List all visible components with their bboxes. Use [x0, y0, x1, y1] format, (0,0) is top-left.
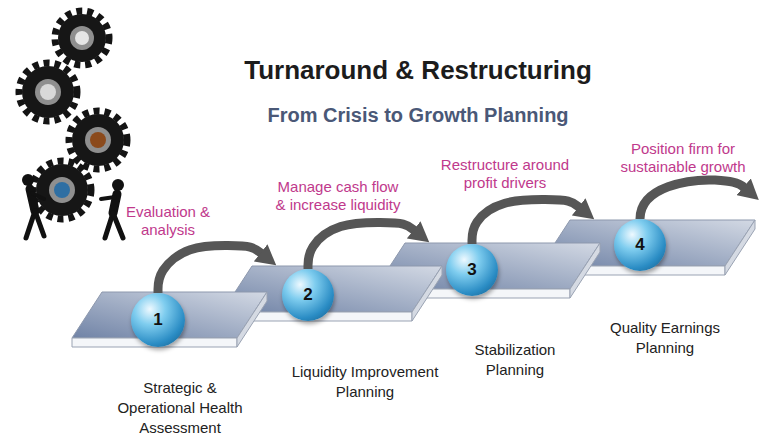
- person-arm: [32, 193, 44, 199]
- step-name: Liquidity Improvement Planning: [270, 362, 460, 402]
- person-silhouette: [101, 179, 124, 238]
- gear-body: [22, 66, 74, 118]
- gear-ring: [85, 127, 111, 153]
- person-leg: [113, 213, 123, 238]
- curved-arrow: [640, 180, 744, 219]
- step-name: Strategic & Operational Health Assessmen…: [110, 378, 250, 438]
- person-head: [112, 179, 124, 191]
- gear-icon: [19, 63, 77, 121]
- step-number: 2: [303, 285, 312, 305]
- gear-ring: [49, 177, 75, 203]
- person-leg: [35, 211, 44, 236]
- arrow-caption: Restructure around profit drivers: [435, 156, 575, 192]
- step-sphere: 1: [131, 293, 185, 347]
- gear-hub: [75, 31, 89, 45]
- gear-body: [58, 14, 106, 62]
- person-head: [22, 174, 34, 186]
- gear-body: [36, 164, 88, 216]
- gear-teeth: [19, 63, 77, 121]
- step-sphere: 3: [446, 244, 498, 296]
- arrow-caption: Evaluation & analysis: [118, 203, 218, 239]
- gear-hub: [90, 132, 106, 148]
- gear-ring: [70, 26, 94, 50]
- arrow-caption: Position firm for sustainable growth: [613, 140, 753, 176]
- platform-side: [725, 220, 755, 275]
- gear-hub: [54, 182, 70, 198]
- step-sphere: 4: [614, 219, 666, 271]
- person-arm: [101, 197, 115, 199]
- person-leg: [26, 211, 35, 238]
- step-sphere: 2: [282, 269, 334, 321]
- person-leg: [105, 213, 113, 238]
- step-number: 4: [635, 235, 644, 255]
- arrow-caption: Manage cash flow & increase liquidity: [274, 178, 402, 214]
- diagram-title: Turnaround & Restructuring: [218, 55, 618, 86]
- gear-teeth: [55, 11, 109, 65]
- step-number: 1: [153, 310, 162, 330]
- subtitle: From Crisis to Growth Planning: [218, 103, 618, 127]
- step-name: Quality Earnings Planning: [590, 318, 740, 358]
- person-silhouette: [22, 174, 44, 238]
- step-name: Stabilization Planning: [455, 340, 575, 380]
- step-platform: Strategic & Operational Health Assessmen…: [72, 292, 267, 347]
- gear-ring: [35, 79, 61, 105]
- step-number: 3: [467, 260, 476, 280]
- gear-body: [72, 114, 124, 166]
- gear-icon: [69, 111, 127, 169]
- gear-icon: [55, 11, 109, 65]
- gear-icon: [33, 161, 91, 219]
- gear-teeth: [33, 161, 91, 219]
- gear-hub: [40, 84, 56, 100]
- gear-teeth: [69, 111, 127, 169]
